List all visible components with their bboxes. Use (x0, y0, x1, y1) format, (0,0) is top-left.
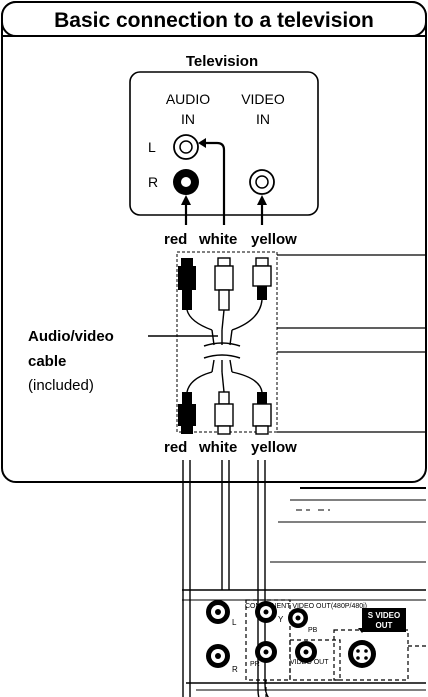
player-panel (182, 487, 426, 691)
panel-y-jack (255, 601, 277, 623)
cable-name-line1: Audio/video (28, 328, 114, 345)
panel-audio-l-label: L (232, 618, 237, 627)
s-video-pointer (358, 628, 366, 633)
device-outline-bottom (277, 351, 426, 433)
bottom-white-plug (214, 391, 234, 435)
panel-video-out-label: VIDEO OUT (290, 659, 329, 666)
panel-pr-label: PR (250, 661, 260, 668)
s-video-tag-line2: OUT (376, 621, 393, 630)
television-label: Television (186, 53, 258, 70)
tv-video-jack (249, 169, 275, 195)
top-red-label: red (164, 231, 187, 248)
panel-audio-r-label: R (232, 665, 238, 674)
player-cables (182, 460, 270, 697)
panel-pr-jack (255, 641, 277, 663)
s-video-tag-line1: S VIDEO (368, 611, 400, 620)
panel-s-video-jack (348, 640, 376, 668)
device-outline-top (277, 254, 426, 329)
top-red-plug (178, 258, 196, 310)
tv-audio-r-jack (173, 169, 199, 195)
s-video-dashed-box (333, 629, 409, 681)
bottom-red-label: red (164, 439, 187, 456)
bottom-red-plug (178, 392, 196, 434)
panel-y-label: Y (278, 615, 284, 624)
top-white-label: white (198, 231, 237, 248)
panel-audio-r-jack (206, 644, 230, 668)
video-out-dashed-box (289, 639, 341, 681)
arrow-head-red (181, 195, 191, 205)
panel-audio-l-jack (206, 600, 230, 624)
video-in-sub: IN (256, 111, 270, 127)
cable-name-line2: cable (28, 353, 66, 370)
tv-audio-l-jack (173, 134, 199, 160)
video-in-label: VIDEO (241, 91, 285, 107)
bottom-yellow-plug (252, 392, 272, 435)
cable-wires (186, 299, 263, 393)
arrow-head-yellow (257, 195, 267, 205)
top-yellow-plug (252, 257, 272, 300)
top-white-plug (214, 257, 234, 311)
component-video-label: COMPONENT VIDEO OUT(480P/480i) (245, 603, 367, 610)
s-video-tag (362, 608, 406, 632)
panel-pb-jack (288, 608, 308, 628)
panel-video-out-jack (295, 641, 317, 663)
audio-in-sub: IN (181, 111, 195, 127)
panel-pb-label: PB (308, 627, 318, 634)
bottom-white-label: white (198, 439, 237, 456)
cable-note: (included) (28, 377, 94, 394)
top-yellow-label: yellow (251, 231, 297, 248)
audio-in-label: AUDIO (166, 91, 210, 107)
section-title: Basic connection to a television (54, 9, 374, 32)
tv-right-channel-label: R (148, 174, 158, 190)
bottom-yellow-label: yellow (251, 439, 297, 456)
cable-break-mark (203, 342, 241, 359)
tv-left-channel-label: L (148, 139, 156, 155)
arrow-head-white (198, 138, 206, 148)
